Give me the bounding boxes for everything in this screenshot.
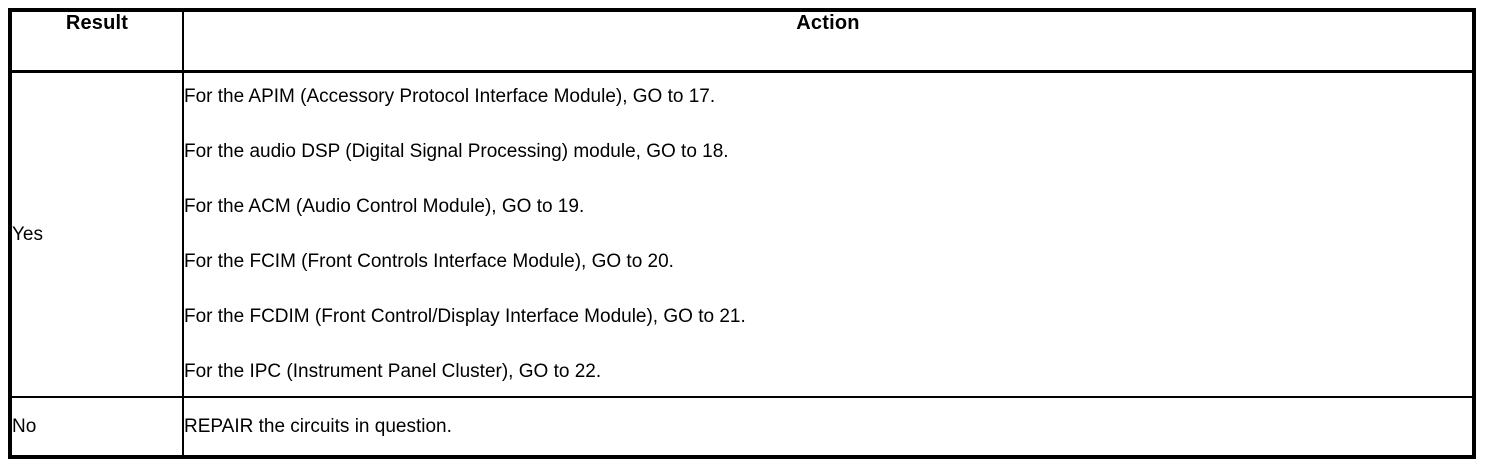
action-item-acm: For the ACM (Audio Control Module), GO t…	[184, 196, 585, 217]
table-body: Yes For the APIM (Accessory Protocol Int…	[9, 70, 1475, 458]
action-item-fcim: For the FCIM (Front Controls Interface M…	[184, 251, 674, 272]
column-header-action: Action	[182, 9, 1475, 73]
table-header-row: Result Action	[9, 9, 1475, 73]
action-item-fcdim: For the FCDIM (Front Control/Display Int…	[184, 306, 746, 327]
column-header-result: Result	[9, 9, 184, 73]
result-action-table: Result Action Yes For the APIM (Accessor…	[8, 8, 1476, 459]
result-value-yes: Yes	[9, 70, 184, 398]
action-list-yes: For the APIM (Accessory Protocol Interfa…	[184, 87, 1472, 382]
action-item-ipc: For the IPC (Instrument Panel Cluster), …	[184, 361, 602, 382]
action-item-audio-dsp: For the audio DSP (Digital Signal Proces…	[184, 141, 729, 162]
result-value-no: No	[9, 396, 184, 458]
table-row-no: No REPAIR the circuits in question.	[9, 396, 1475, 458]
action-item-repair: REPAIR the circuits in question.	[182, 396, 1475, 458]
table-header: Result Action	[9, 9, 1475, 73]
action-item-apim: For the APIM (Accessory Protocol Interfa…	[184, 86, 716, 107]
table-row-yes: Yes For the APIM (Accessory Protocol Int…	[9, 70, 1475, 398]
action-cell-yes: For the APIM (Accessory Protocol Interfa…	[182, 70, 1475, 398]
